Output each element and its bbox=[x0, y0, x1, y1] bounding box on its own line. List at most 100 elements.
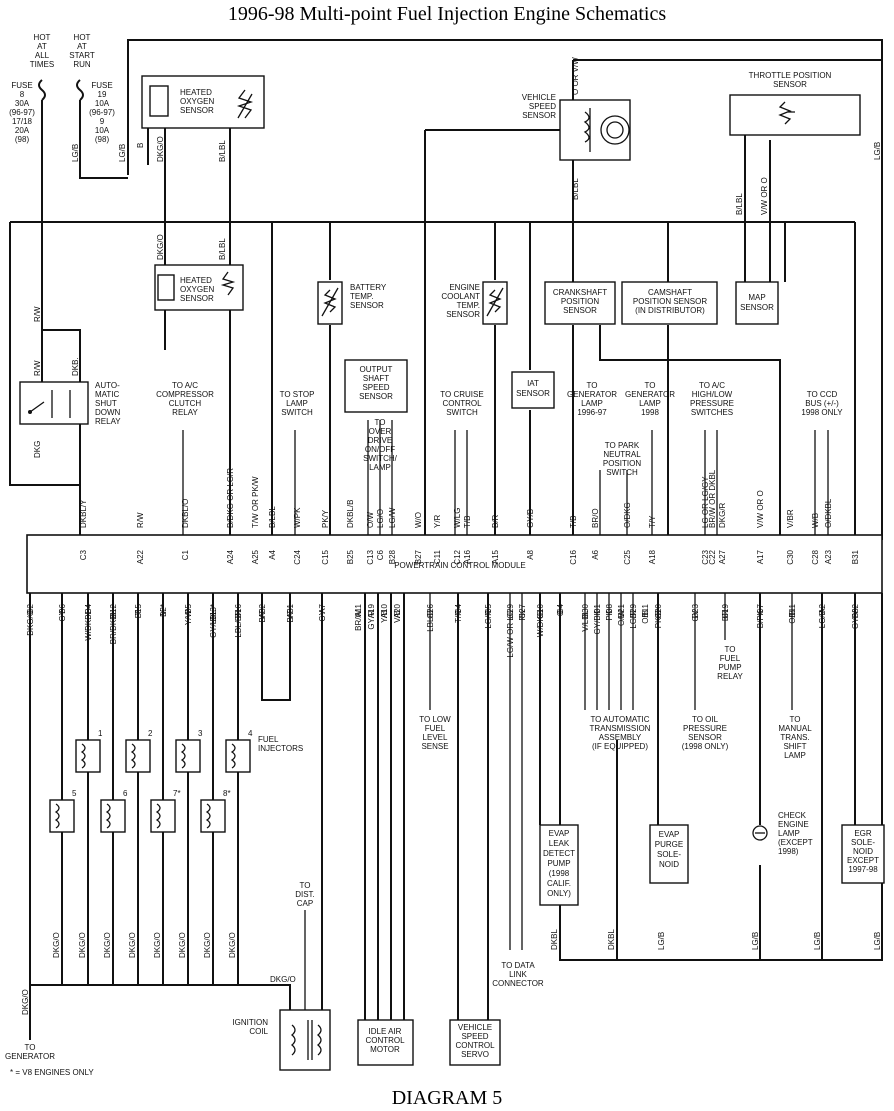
svg-text:CONTROL: CONTROL bbox=[455, 1041, 495, 1050]
top-pin-wire-label: Y/R bbox=[433, 514, 442, 528]
note-fuel-level: TO LOW FUEL LEVEL SENSE bbox=[419, 715, 451, 751]
svg-text:CRANKSHAFT: CRANKSHAFT bbox=[553, 288, 607, 297]
top-pin-label: C12 bbox=[453, 549, 462, 564]
svg-text:TO: TO bbox=[25, 1043, 36, 1052]
svg-text:ENGINE: ENGINE bbox=[449, 283, 480, 292]
note-leader-lines bbox=[182, 420, 829, 540]
svg-text:SHUT: SHUT bbox=[95, 399, 117, 408]
svg-text:SENSOR: SENSOR bbox=[350, 301, 384, 310]
footnote: * = V8 ENGINES ONLY bbox=[10, 1068, 94, 1077]
fuel-injector: 7* bbox=[150, 789, 181, 833]
svg-text:CAP: CAP bbox=[297, 899, 313, 908]
evap-purge-solenoid: EVAP PURGE SOLE- NOID bbox=[649, 824, 689, 884]
svg-text:EXCEPT: EXCEPT bbox=[847, 856, 879, 865]
svg-text:30A: 30A bbox=[15, 99, 30, 108]
top-pin-wire-label: DKG/R bbox=[718, 502, 727, 528]
top-pin-label: C6 bbox=[376, 549, 385, 560]
top-pin-label: C1 bbox=[181, 549, 190, 560]
note-stop-lamp: TO STOP LAMP SWITCH bbox=[280, 390, 315, 417]
svg-text:POSITION: POSITION bbox=[603, 459, 641, 468]
return-wire-label: DKG/O bbox=[178, 932, 187, 958]
svg-text:COIL: COIL bbox=[249, 1027, 268, 1036]
top-pin-wire-label: W/LG bbox=[453, 508, 462, 528]
svg-text:TRANS.: TRANS. bbox=[780, 733, 809, 742]
svg-text:PRESSURE: PRESSURE bbox=[683, 724, 727, 733]
svg-text:POSITION: POSITION bbox=[561, 297, 599, 306]
wire-label-blbl-2: B/LBL bbox=[218, 238, 227, 260]
svg-text:(1998 ONLY): (1998 ONLY) bbox=[682, 742, 729, 751]
svg-text:SPEED: SPEED bbox=[529, 102, 556, 111]
note-park-neutral: TO PARK NEUTRAL POSITION SWITCH bbox=[603, 441, 641, 477]
data-link-wires bbox=[509, 593, 523, 950]
wire-label-dkgo: DKG/O bbox=[156, 136, 165, 162]
svg-text:(IF EQUIPPED): (IF EQUIPPED) bbox=[592, 742, 648, 751]
heated-oxygen-sensor-downstream: HEATED OXYGEN SENSOR bbox=[154, 264, 244, 311]
svg-text:MATIC: MATIC bbox=[95, 390, 120, 399]
svg-text:ON/OFF: ON/OFF bbox=[365, 445, 395, 454]
wire-label-tps-blbl: B/LBL bbox=[735, 193, 744, 215]
fuse-8: HOT AT ALL TIMES FUSE 8 30A (96-97) 17/1… bbox=[9, 33, 54, 144]
heated-oxygen-sensor-upstream: HEATED OXYGEN SENSOR bbox=[141, 75, 265, 129]
top-pin-wire-label: LG OR LG/GY bbox=[701, 476, 710, 528]
svg-text:CONTROL: CONTROL bbox=[365, 1036, 405, 1045]
svg-text:AT: AT bbox=[37, 42, 47, 51]
svg-text:NOID: NOID bbox=[659, 860, 679, 869]
top-pin-label: A4 bbox=[268, 549, 277, 559]
svg-text:CLUTCH: CLUTCH bbox=[169, 399, 202, 408]
svg-text:LAMP: LAMP bbox=[286, 399, 308, 408]
top-pin-wire-label: T/B bbox=[463, 516, 472, 528]
fuse-19: HOT AT START RUN FUSE 19 10A (96-97) 9 1… bbox=[69, 33, 115, 144]
svg-text:SPEED: SPEED bbox=[362, 383, 389, 392]
top-pin-wire-label: B/R bbox=[491, 514, 500, 528]
svg-text:(IN DISTRIBUTOR): (IN DISTRIBUTOR) bbox=[635, 306, 705, 315]
wire-label-lgb-4: LG/B bbox=[751, 932, 760, 950]
svg-text:IGNITION: IGNITION bbox=[232, 1018, 268, 1027]
svg-text:ALL: ALL bbox=[35, 51, 50, 60]
svg-text:SOLE-: SOLE- bbox=[657, 850, 681, 859]
top-pin-wire-label: DKBL/Y bbox=[79, 499, 88, 528]
note-ac-clutch: TO A/C COMPRESSOR CLUTCH RELAY bbox=[156, 381, 214, 417]
svg-text:TO: TO bbox=[790, 715, 801, 724]
note-ac-pressure: TO A/C HIGH/LOW PRESSURE SWITCHES bbox=[690, 381, 734, 417]
wire-label-blbl-vss: B/LBL bbox=[571, 178, 580, 200]
bottom-pin-label: A10 bbox=[380, 603, 389, 618]
svg-text:PUMP: PUMP bbox=[547, 859, 570, 868]
servo-wires bbox=[457, 593, 489, 1020]
note-auto-trans: TO AUTOMATIC TRANSMISSION ASSEMBLY (IF E… bbox=[590, 715, 651, 751]
svg-text:DIST.: DIST. bbox=[295, 890, 315, 899]
svg-text:MANUAL: MANUAL bbox=[778, 724, 812, 733]
svg-text:SOLE-: SOLE- bbox=[851, 838, 875, 847]
check-engine-lamp: CHECK ENGINE LAMP (EXCEPT 1998) bbox=[752, 811, 813, 856]
svg-text:HEATED: HEATED bbox=[180, 276, 212, 285]
svg-text:HOT: HOT bbox=[34, 33, 51, 42]
bottom-pin-wire-label: Y/B bbox=[380, 610, 389, 623]
svg-text:1998: 1998 bbox=[641, 408, 659, 417]
svg-text:LAMP: LAMP bbox=[778, 829, 800, 838]
bottom-pin-wire-label: V/B bbox=[393, 610, 402, 623]
svg-text:SPEED: SPEED bbox=[461, 1032, 488, 1041]
injector-number: 1 bbox=[98, 729, 103, 738]
bottom-pin-label: B11 bbox=[641, 603, 650, 617]
svg-text:(98): (98) bbox=[95, 135, 110, 144]
svg-text:ENGINE: ENGINE bbox=[778, 820, 809, 829]
svg-text:FUEL: FUEL bbox=[720, 654, 741, 663]
svg-text:PUMP: PUMP bbox=[718, 663, 741, 672]
wire-label-dkbl-1: DKBL bbox=[550, 929, 559, 950]
fuel-injector: 6 bbox=[100, 789, 128, 833]
output-shaft-speed-sensor: OUTPUT SHAFT SPEED SENSOR bbox=[344, 359, 408, 413]
svg-text:TO CCD: TO CCD bbox=[807, 390, 838, 399]
diagram-title: 1996-98 Multi-point Fuel Injection Engin… bbox=[228, 3, 666, 25]
svg-text:SENSOR: SENSOR bbox=[773, 80, 807, 89]
top-pin-label: A15 bbox=[491, 549, 500, 564]
svg-text:NOID: NOID bbox=[853, 847, 873, 856]
fuel-injector: 2 bbox=[125, 729, 153, 773]
top-pin-label: B25 bbox=[346, 549, 355, 564]
top-pin-label: A23 bbox=[824, 549, 833, 564]
svg-text:SENSOR: SENSOR bbox=[688, 733, 722, 742]
svg-text:OXYGEN: OXYGEN bbox=[180, 285, 214, 294]
svg-text:BUS (+/-): BUS (+/-) bbox=[805, 399, 839, 408]
svg-text:SENSOR: SENSOR bbox=[563, 306, 597, 315]
